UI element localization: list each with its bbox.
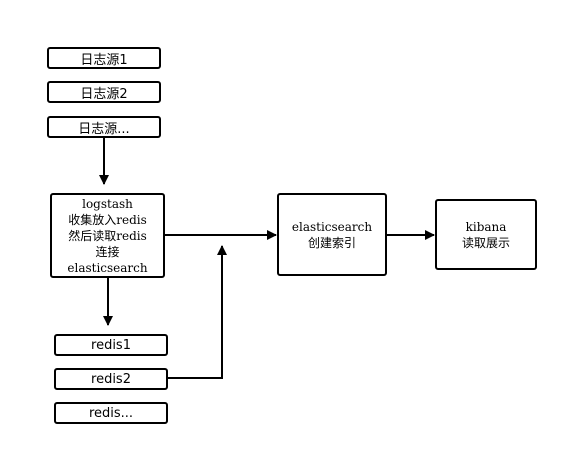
redis-label: redis... [88,405,134,421]
redis-box-more: redis... [54,402,168,424]
log-source-label: 日志源... [78,121,130,137]
log-source-label: 日志源1 [80,52,128,68]
logstash-line-1: logstash [82,196,133,211]
arrow-redis2-to-elasticsearch [168,245,227,379]
kibana-line-1: kibana [465,219,507,234]
logstash-line-2: 收集放入redis [68,212,147,227]
logstash-line-4: 连接 [95,244,120,259]
logstash-line-5: elasticsearch [67,260,148,275]
redis-box-1: redis1 [54,334,168,356]
redis-label: redis2 [91,371,131,387]
elasticsearch-line-2: 创建索引 [307,235,356,250]
elasticsearch-line-1: elasticsearch [291,219,373,234]
log-source-box-more: 日志源... [47,116,161,138]
logstash-line-3: 然后读取redis [68,228,147,243]
log-source-box-1: 日志源1 [47,47,161,69]
log-source-box-2: 日志源2 [47,81,161,103]
log-source-label: 日志源2 [80,86,128,102]
kibana-line-2: 读取展示 [461,235,510,250]
redis-box-2: redis2 [54,368,168,390]
logstash-box: logstash 收集放入redis 然后读取redis 连接 elastics… [50,193,165,278]
redis-label: redis1 [91,337,131,353]
elasticsearch-box: elasticsearch 创建索引 [277,193,387,276]
kibana-box: kibana 读取展示 [435,199,537,270]
